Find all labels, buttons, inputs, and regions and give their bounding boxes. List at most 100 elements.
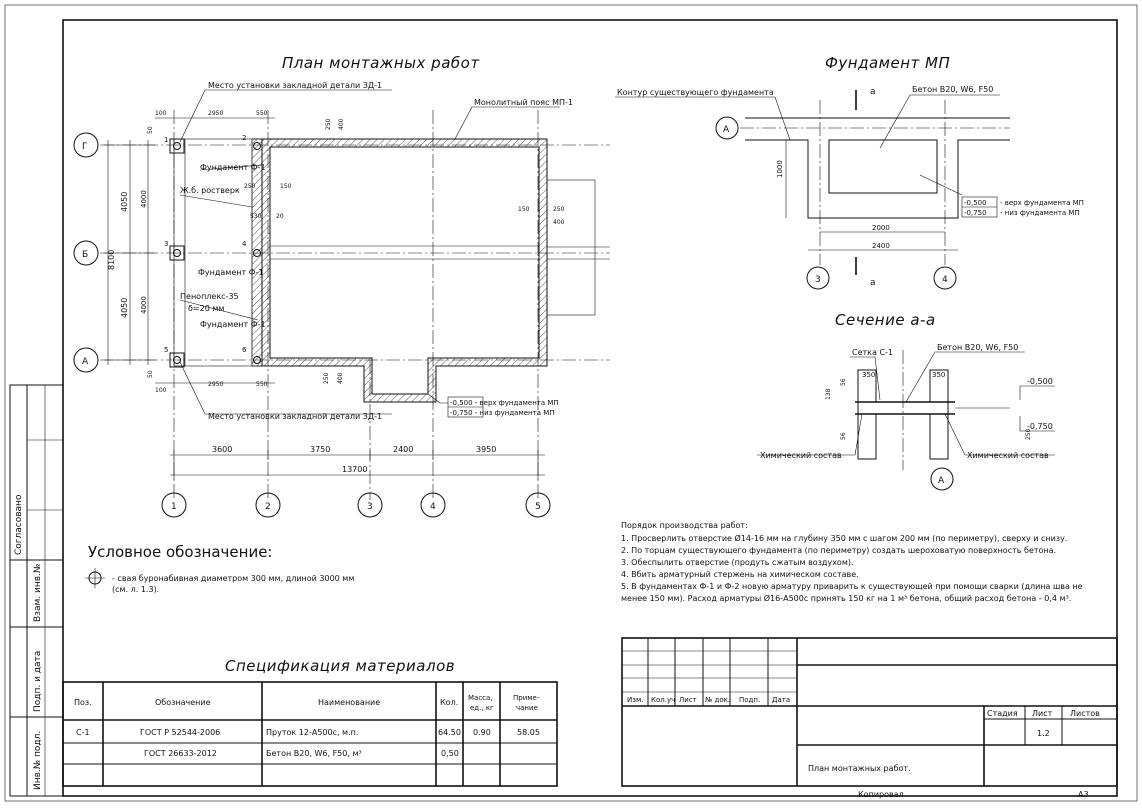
point-5: 5	[164, 346, 168, 354]
tb-sheet: Лист	[1032, 709, 1053, 718]
legend-text-2: (см. л. 1.3).	[112, 585, 159, 594]
spec-r1-name: Пруток 12-А500с, м.п.	[266, 728, 358, 737]
procedure-line-5: 5. В фундаментах Ф-1 и Ф-2 новую арматур…	[621, 582, 1083, 591]
dim-138: 138	[825, 388, 832, 400]
axis-label-4: 4	[430, 502, 436, 512]
procedure-line-6: менее 150 мм). Расход арматуры Ø16-А500с…	[621, 593, 1071, 603]
spec-table: Спецификация материалов Поз. Обозначение…	[62, 657, 558, 787]
penoplex-label: Пеноплекс-35	[180, 292, 239, 301]
dim-1000: 1000	[776, 160, 784, 178]
dim-bottom-4: 3950	[476, 445, 496, 454]
foundation-bot-desc: - низ фундамента МП	[1000, 209, 1080, 217]
procedure-line-4: 4. Вбить арматурный стержень на химическ…	[621, 570, 859, 579]
procedure-notes: Порядок производства работ: 1. Просверли…	[621, 521, 1083, 603]
spec-title: Спецификация материалов	[225, 657, 455, 675]
point-3: 3	[164, 240, 168, 248]
procedure-heading: Порядок производства работ:	[621, 521, 748, 530]
point-2: 2	[242, 134, 246, 142]
sheet-border	[4, 4, 1138, 802]
procedure-line-3: 3. Обеспылить отверстие (продуть сжатым …	[621, 558, 854, 567]
tb-copied: Копировал	[858, 790, 904, 799]
foundation-top-val: -0,500	[964, 199, 987, 207]
spec-head-name: Наименование	[318, 698, 380, 707]
foundation-title: Фундамент МП	[825, 54, 950, 72]
penoplex-thk-label: δ=20 мм	[188, 304, 224, 313]
procedure-line-2: 2. По торцам существующего фундамента (п…	[621, 546, 1056, 555]
tb-col-sign: Подп.	[739, 696, 760, 704]
tb-col-izm: Изм.	[627, 696, 643, 704]
legend-text-1: - свая буронабивная диаметром 300 мм, дл…	[112, 574, 354, 583]
spec-r1-des: ГОСТ Р 52544-2006	[140, 728, 220, 737]
chem-right-label: Химический состав	[967, 451, 1049, 460]
dim-bottom-2: 3750	[310, 445, 330, 454]
spec-r1-qty: 64.50	[438, 728, 461, 737]
dim-2000: 2000	[872, 224, 890, 232]
axis-label-g: Г	[82, 142, 88, 152]
agreed-label: Согласовано	[14, 494, 24, 555]
tb-sheets: Листов	[1070, 709, 1100, 718]
fund-f3-label: Фундамент Ф-1	[200, 320, 266, 329]
level-top: -0,500	[1027, 377, 1053, 386]
dim-left-1: 4050	[120, 192, 129, 212]
spec-r1-mass: 0.90	[473, 728, 491, 737]
dim-bottom-1: 3600	[212, 445, 232, 454]
tb-col-list: Лист	[679, 696, 697, 704]
side-stamp: Согласовано Взам. инв.№ Подп. и дата Инв…	[9, 384, 64, 797]
pile-markers	[169, 138, 261, 368]
tb-stage: Стадия	[987, 709, 1018, 718]
axis-label-b: Б	[82, 250, 88, 260]
dim-small-2: 2950	[208, 110, 223, 117]
section-title: Сечение а-а	[835, 311, 936, 329]
dim-small-15: 150	[518, 206, 530, 213]
axis-label-3: 3	[367, 502, 373, 512]
dim-small-12: 100	[155, 387, 167, 394]
section-concrete-label: Бетон В20, W6, F50	[937, 343, 1018, 352]
legend: Условное обозначение: - свая буронабивна…	[85, 543, 354, 594]
spec-r1-pos: С-1	[76, 728, 90, 737]
dim-small-9: 530	[250, 213, 262, 220]
tb-col-koluch: Кол.уч	[651, 696, 675, 704]
level-bot: -0,750	[1027, 422, 1053, 431]
spec-head-note: Приме-	[513, 694, 540, 702]
foundation-bot-val: -0,750	[964, 209, 987, 217]
chem-left-label: Химический состав	[760, 451, 842, 460]
procedure-line-1: 1. Просверлить отверстие Ø14-16 мм на гл…	[621, 533, 1067, 543]
monolithic-belt	[261, 138, 548, 403]
axis-label-1: 1	[171, 502, 177, 512]
mesh-label: Сетка С-1	[852, 348, 893, 357]
embed-bottom-label: Место установки закладной детали ЗД-1	[208, 412, 382, 421]
spec-head-mass-2: ед., кг	[470, 704, 494, 712]
axis-label-5: 5	[535, 502, 541, 512]
tb-drawing-name: План монтажных работ.	[808, 764, 911, 773]
foundation-detail: Фундамент МП А 3 4 а а Контур существующ…	[615, 54, 1084, 290]
spec-r2-des: ГОСТ 26633-2012	[144, 749, 217, 758]
dim-bottom-3: 2400	[393, 445, 413, 454]
dim-small-18: 250	[323, 372, 330, 384]
fund-f2-label: Фундамент Ф-1	[198, 268, 264, 277]
tb-sheet-no: 1.2	[1037, 729, 1050, 738]
plan-bot-note: -0,750 - низ фундамента МП	[450, 409, 555, 417]
contour-label: Контур существующего фундамента	[617, 88, 774, 97]
foundation-axis-4: 4	[942, 275, 948, 285]
foundation-axis-a: А	[723, 125, 730, 135]
dim-56b: 56	[840, 432, 847, 440]
spec-head-note-2: чание	[516, 704, 538, 712]
point-6: 6	[242, 346, 247, 354]
spec-r2-name: Бетон В20, W6, F50, м³	[266, 749, 362, 758]
dim-small-3: 550	[256, 110, 268, 117]
dim-small-6: 400	[338, 118, 345, 130]
dim-small-1: 100	[155, 110, 167, 117]
embed-top-label: Место установки закладной детали ЗД-1	[208, 81, 382, 90]
legend-title: Условное обозначение:	[88, 543, 272, 561]
dim-56a: 56	[840, 378, 847, 386]
axis-label-2: 2	[265, 502, 271, 512]
foundation-axis-3: 3	[815, 275, 821, 285]
section-detail: Сечение а-а А Сетка С-1 Бетон В20, W6, F…	[757, 311, 1055, 491]
belt-label: Монолитный пояс МП-1	[474, 98, 573, 107]
axis-label-a: А	[82, 357, 89, 367]
spec-r2-qty: 0,50	[441, 749, 459, 758]
tb-format: А3	[1078, 790, 1089, 799]
tb-col-date: Дата	[772, 696, 790, 704]
dim-350a: 350	[862, 371, 875, 379]
stamp-cell-sign: Подп. и дата	[33, 651, 43, 712]
